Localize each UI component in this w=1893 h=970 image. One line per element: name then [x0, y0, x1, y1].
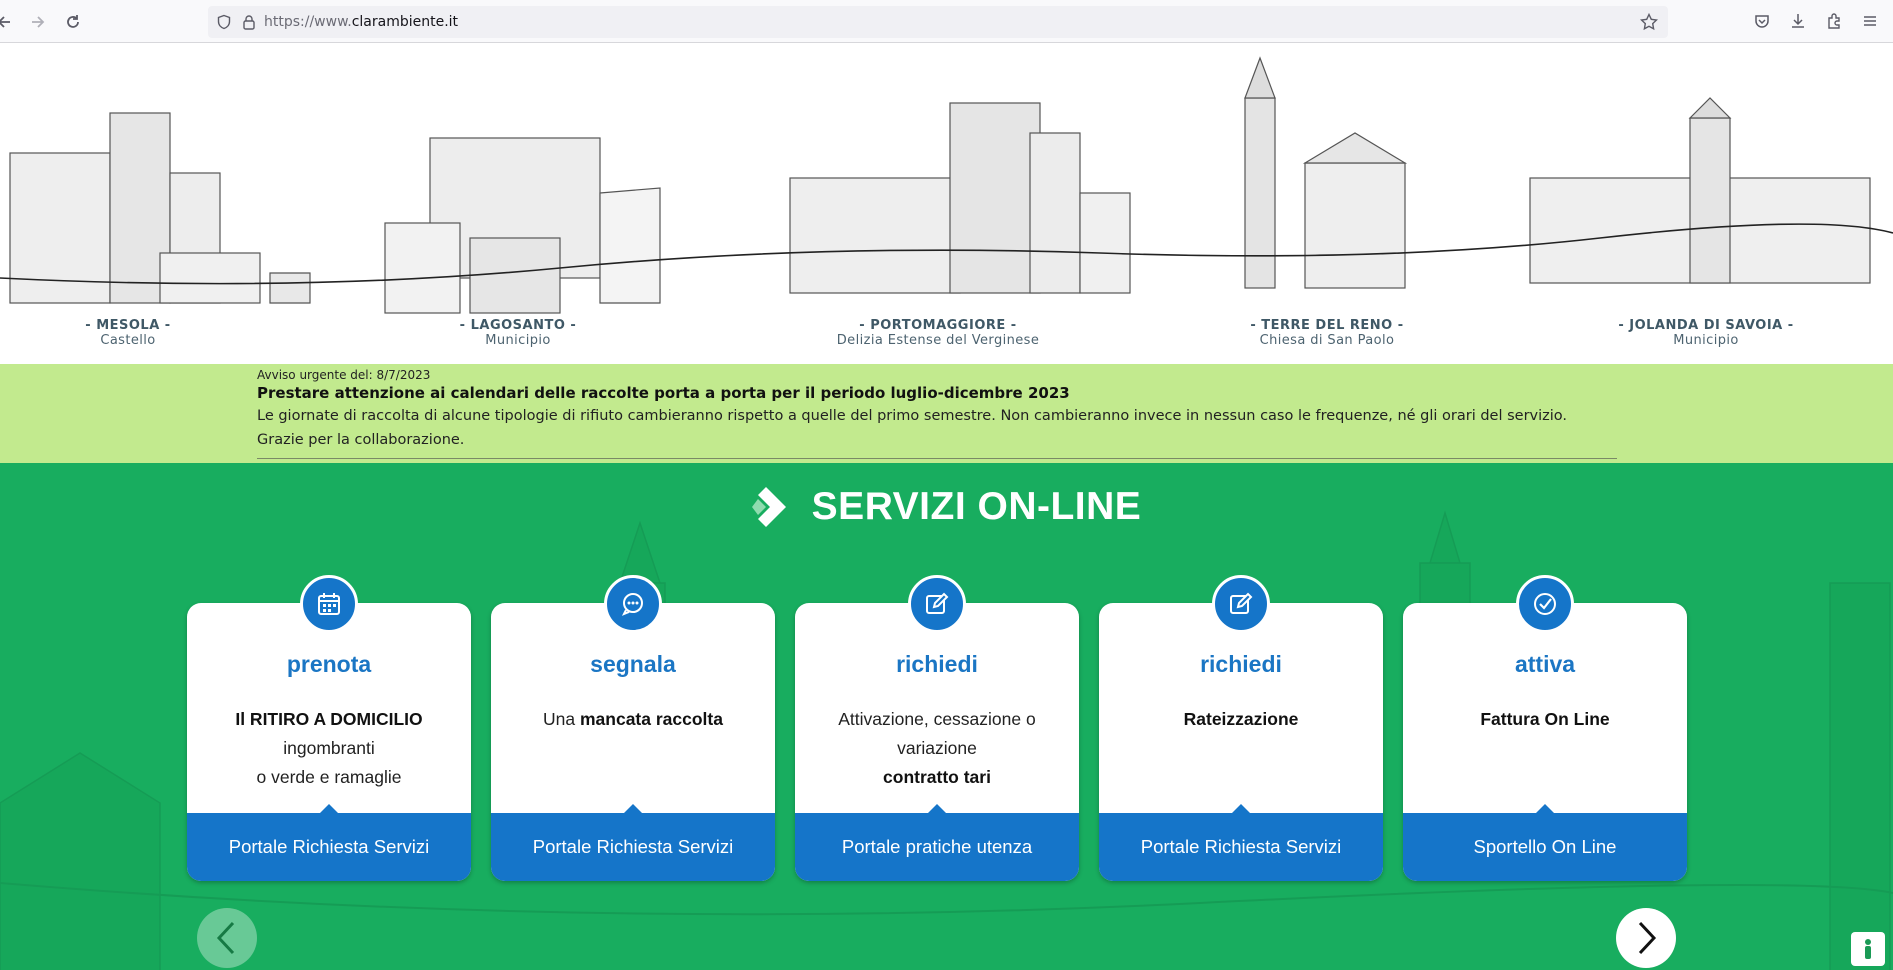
accessibility-button[interactable] [1851, 932, 1885, 966]
services-heading: SERVIZI ON-LINE [0, 483, 1893, 541]
accessibility-icon [1865, 939, 1871, 959]
service-card-segnala[interactable]: segnala Una mancata raccolta Portale Ric… [491, 575, 775, 881]
town-name: - TERRE DEL RENO - [1250, 318, 1404, 333]
diamond-arrow-icon [751, 483, 800, 531]
carousel-prev-button[interactable] [197, 908, 257, 968]
notice-title[interactable]: Prestare attenzione ai calendari delle r… [257, 384, 1070, 402]
town-label-terre-del-reno: - TERRE DEL RENO - Chiesa di San Paolo [1227, 318, 1427, 348]
service-card-richiedi-contratto[interactable]: richiedi Attivazione, cessazione o varia… [795, 575, 1079, 881]
services-title: SERVIZI ON-LINE [811, 485, 1142, 528]
card-text-bold: contratto tari [883, 767, 991, 787]
card-text-bold: Fattura On Line [1480, 709, 1610, 729]
town-label-jolanda-di-savoia: - JOLANDA DI SAVOIA - Municipio [1596, 318, 1816, 348]
town-subtitle: Municipio [485, 333, 551, 348]
reload-icon[interactable] [62, 11, 84, 33]
towns-banner: - MESOLA - Castello - LAGOSANTO - Munici… [0, 43, 1893, 364]
card-description: Il RITIRO A DOMICILIO ingombranti o verd… [201, 705, 457, 792]
download-icon[interactable] [1787, 10, 1809, 32]
card-text-line: Una [543, 709, 576, 729]
town-subtitle: Delizia Estense del Verginese [836, 333, 1040, 348]
card-text-line: o verde e ramaglie [256, 767, 402, 787]
pocket-icon[interactable] [1751, 10, 1773, 32]
card-description: Fattura On Line [1417, 705, 1673, 734]
url-bar[interactable]: https://www.clarambiente.it [208, 6, 1668, 38]
card-text-line: variazione [897, 738, 977, 758]
edit-icon [908, 575, 966, 633]
url-domain: clarambiente.it [351, 14, 459, 30]
card-link-button[interactable]: Portale Richiesta Servizi [187, 804, 471, 881]
town-label-mesola: - MESOLA - Castello [38, 318, 218, 348]
service-card-attiva[interactable]: attiva Fattura On Line Sportello On Line [1403, 575, 1687, 881]
edit-icon [1212, 575, 1270, 633]
card-description: Rateizzazione [1113, 705, 1369, 734]
extensions-icon[interactable] [1823, 10, 1845, 32]
chat-icon [604, 575, 662, 633]
forward-icon[interactable] [26, 11, 48, 33]
toolbar-right [1751, 10, 1881, 32]
card-link-button[interactable]: Portale Richiesta Servizi [491, 804, 775, 881]
towns-sketch-illustration [0, 56, 1893, 314]
town-subtitle: Municipio [1673, 333, 1739, 348]
shield-icon[interactable] [216, 14, 232, 30]
town-name: - LAGOSANTO - [459, 318, 577, 333]
town-name: - MESOLA - [85, 318, 171, 333]
carousel-next-button[interactable] [1616, 908, 1676, 968]
back-icon[interactable] [0, 11, 16, 33]
services-section: SERVIZI ON-LINE prenota Il RITIRO A DOMI… [0, 463, 1893, 970]
chevron-right-icon [1638, 921, 1657, 955]
card-description: Attivazione, cessazione o variazione con… [809, 705, 1065, 792]
card-description: Una mancata raccolta [505, 705, 761, 734]
urgent-notice: Avviso urgente del: 8/7/2023 Prestare at… [0, 364, 1893, 463]
town-name: - JOLANDA DI SAVOIA - [1618, 318, 1794, 333]
card-text-line: ingombranti [283, 738, 375, 758]
card-verb: attiva [1514, 651, 1576, 677]
card-link-button[interactable]: Portale pratiche utenza [795, 804, 1079, 881]
calendar-icon [300, 575, 358, 633]
check-circle-icon [1516, 575, 1574, 633]
card-text-bold: Il RITIRO A DOMICILIO [235, 709, 423, 729]
notice-content: Avviso urgente del: 8/7/2023 Prestare at… [257, 368, 1617, 459]
menu-icon[interactable] [1859, 10, 1881, 32]
town-subtitle: Castello [100, 333, 156, 348]
card-verb: prenota [286, 651, 372, 677]
service-card-prenota[interactable]: prenota Il RITIRO A DOMICILIO ingombrant… [187, 575, 471, 881]
town-name: - PORTOMAGGIORE - [859, 318, 1017, 333]
card-verb: richiedi [896, 651, 978, 677]
card-link-button[interactable]: Sportello On Line [1403, 804, 1687, 881]
card-verb: segnala [590, 651, 676, 677]
bookmark-star-icon[interactable] [1640, 13, 1658, 31]
url-prefix: https://www. [264, 14, 352, 30]
town-label-portomaggiore: - PORTOMAGGIORE - Delizia Estense del Ve… [808, 318, 1068, 348]
chevron-left-icon [216, 921, 235, 955]
card-link-button[interactable]: Portale Richiesta Servizi [1099, 804, 1383, 881]
service-card-richiedi-rateizzazione[interactable]: richiedi Rateizzazione Portale Richiesta… [1099, 575, 1383, 881]
browser-toolbar: https://www.clarambiente.it [0, 0, 1893, 43]
card-text-line: Attivazione, cessazione o [838, 709, 1036, 729]
card-text-bold: Rateizzazione [1183, 709, 1299, 729]
town-label-lagosanto: - LAGOSANTO - Municipio [428, 318, 608, 348]
url-text[interactable]: https://www.clarambiente.it [264, 14, 458, 30]
card-verb: richiedi [1200, 651, 1282, 677]
notice-body: Le giornate di raccolta di alcune tipolo… [257, 408, 1568, 448]
town-subtitle: Chiesa di San Paolo [1259, 333, 1395, 348]
lock-icon[interactable] [242, 14, 256, 30]
notice-date: Avviso urgente del: 8/7/2023 [257, 368, 431, 382]
card-text-bold: mancata raccolta [579, 709, 723, 729]
